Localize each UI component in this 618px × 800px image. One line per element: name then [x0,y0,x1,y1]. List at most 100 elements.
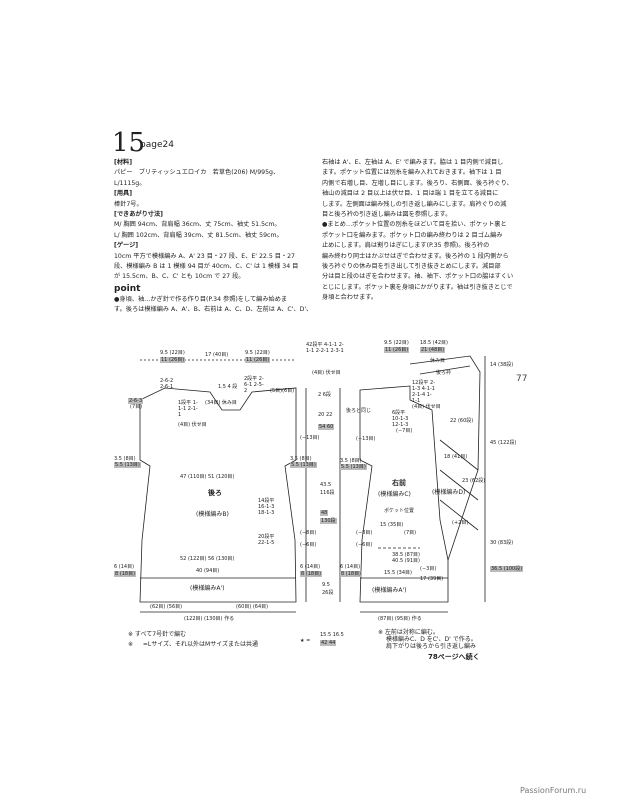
front-collar: 後ろ衿 [436,370,452,376]
front-hem3: (−3目) [420,566,437,572]
front-right-a: 22 (60段) [450,418,474,424]
front-armhole-l: 5.5 (13目) [340,464,367,470]
back-rows-center: 1段平 1-1-1 2-1-1 [178,400,198,418]
front-title: 右前 [392,479,406,487]
text-line: L/1115g。 [114,179,146,187]
back-total: (122目) (130目) 作る [184,616,235,622]
back-bottom-left: (62目) (56目) [150,604,183,610]
continued-note: 78ページへ続く [428,653,480,661]
back-hem-inner: 40 (94目) [196,568,220,574]
back-armhole-left: 3.5 (8目) [114,456,136,462]
back-chest: 47 (110目) 51 (120目) [180,474,235,480]
mid-h9: 26段 [322,590,334,596]
back-row-b: 1.5 4 段 [218,384,238,390]
back-pattern-b: (模様編みB) [196,511,229,518]
front-outline [359,385,449,603]
front-top-left: 9.5 (22目) [384,340,409,346]
mid-top: 42段平 4-1-1 2-1-1 2-2-1 2-3-1 [306,342,344,354]
front-side: 6 (14目) [340,564,361,570]
back-side-right-l: 8 (18目) [300,571,323,577]
watermark: PassionForum.ru [520,786,587,795]
back-shoulder-left-l: 11 (26目) [160,357,186,363]
back-seq2: 20段平 22-1-5 [258,534,275,546]
front-same-back: 後ろと同じ [346,408,372,414]
back-title: 後ろ [208,489,222,497]
mid-h7: 130段 [320,518,337,524]
materials-column: [材料] パピー ブリティッシュエロイカ 若草色(206) M/995g、 L/… [114,158,314,316]
text-line: [できあがり寸法] [114,211,163,219]
back-neck-rows: (34目) 休み目 [205,400,237,406]
text-line: 編み終わり同士はかぶせはぎで合わせます。後ろ衿の 1 段内側から [322,252,509,260]
text-line: 袖山の減目は 2 目以上は伏せ目、1 目は端 1 目を立てる減目に [322,190,499,198]
back-armhole-right-l: 5.5 (13目) [290,462,317,468]
front-collar [409,355,481,561]
front-pocket-width2: (7目) [404,530,417,536]
front-top-left-l: 11 (26目) [384,347,410,353]
mid-h2: 20 22 [318,412,333,418]
text-line: 右袖は A'、E、左袖は A、E' で編みます。脇は 1 目内側で減目し [322,159,504,166]
text-line: 内側で右増し目、左増し目にします。後ろり、右側面、後ろ衿ぐり、 [322,179,513,187]
mid-total-bottom2: 42 44 [320,640,337,646]
page-reference: page24 [140,140,174,150]
back-side-right: 6 (14目) [300,564,321,570]
front-right-d: 30 (83段) [490,540,514,546]
back-armhole-left-l: 5.5 (13目) [114,462,141,468]
mid-h6: 48 [320,510,329,516]
front-pattern-a: (模様編みA') [372,587,407,594]
back-rows-right2: (5目)(6目) [270,388,295,394]
text-line: 10cm 平方で模様編み A、A' 23 目・27 段、E、E' 22.5 目・… [114,252,295,260]
mid-top2: (4目) 伏せ目 [312,370,341,376]
front-pattern-c: (模様編みC) [378,491,411,498]
front-note3: 肩下がりは後ろから引き返し編み [386,643,477,650]
text-line: す。後ろは模様編み A、A'、B、右前は A、C、D、左前は A、C'、D'、 [114,306,313,314]
back-shoulder-right: 9.5 (22目) [245,350,270,356]
back-row-top-left: 2-6-2 [160,378,174,384]
back-seq1: 14段平 16-1-3 18-1-3 [258,498,275,516]
back-minus13: (−13目) [300,435,320,441]
front-right-f: 14 (38段) [490,362,514,368]
front-pocket-width: 15 (35目) [380,522,404,528]
text-line: 段、模様編み B は 1 模様 94 目が 40cm、C、C' は 1 模様 3… [114,263,299,271]
front-minus6: (−6目) [356,542,373,548]
back-pattern-a: (模様編みA') [190,585,225,592]
back-neck-width: 17 (40目) [205,352,229,358]
front-side-l: 8 (18目) [340,571,363,577]
back-bottom-right: (60目) (64目) [236,604,269,610]
front-right-e: 36.5 (100段) [490,566,524,572]
back-rows-center2: (4目) 伏せ目 [178,422,207,428]
text-line: L/ 胸囲 102cm、背肩幅 39cm、丈 81.5cm、袖丈 59cm。 [114,231,283,239]
text-line: M/ 胸囲 94cm、背肩幅 36cm、丈 75cm、袖丈 51.5cm。 [114,221,281,229]
front-armhole: 3.5 (8目) [340,458,362,464]
text-line: 身頃と合わせます。 [322,294,378,302]
front-rows: 6段平 10-1-3 12-1-3 [392,410,409,428]
text-line: とじにします。ポケット裏を身頃にかがります。袖は引き抜きとじで [322,283,513,291]
front-rest: 休み目 [430,358,446,364]
front-right-g: 45 (122段) [490,440,517,446]
front-total: (87目) (95目) 作る [378,616,422,622]
back-row-top-left2: 2-6-1 [160,384,174,390]
text-line: ●身頃、袖…かぎ針で作る作り目(P.34 参照)をして編み始めま [114,295,288,303]
pattern-number: 15 [112,128,146,158]
text-line: パピー ブリティッシュエロイカ 若草色(206) M/995g、 [114,169,280,177]
mid-h5: 116段 [320,490,335,496]
back-row-a: 2-6-3 [128,398,144,404]
mid-total-bottom: 15.5 16.5 [320,632,344,638]
front-minus8: (−8目) [356,530,373,536]
front-hem: 15.5 (34目) [384,570,412,576]
text-line: [ゲージ] [114,242,139,250]
front-pattern-d: (模様編みD) [432,489,466,496]
front-top-right: 18.5 (42目) [420,340,448,346]
front-rows2: (−7目) [396,428,413,434]
side-page-number: 77 [516,374,528,384]
mid-h1: 2 6段 [318,392,331,398]
back-shoulder-right-l: 11 (26目) [245,357,271,363]
back-rows-right: 2段平 2-6-1 2-5-2 [244,376,264,394]
text-line: ポケット口を編みます。ポケット口の編み終わりは 2 目ゴム編み [322,231,503,239]
text-line: します。左側面は編み残しの引き返し編みにします。肩衿ぐりの減 [322,200,507,208]
front-hem2: 17 (39目) [420,576,444,582]
text-line: 棒針7号。 [114,200,143,208]
front-pocket: ポケット位置 [384,508,415,514]
back-hem-width: 52 (122目) 56 (130目) [180,556,235,562]
back-minus6: (−6目) [300,542,317,548]
back-shoulder-left: 9.5 (22目) [160,350,185,356]
